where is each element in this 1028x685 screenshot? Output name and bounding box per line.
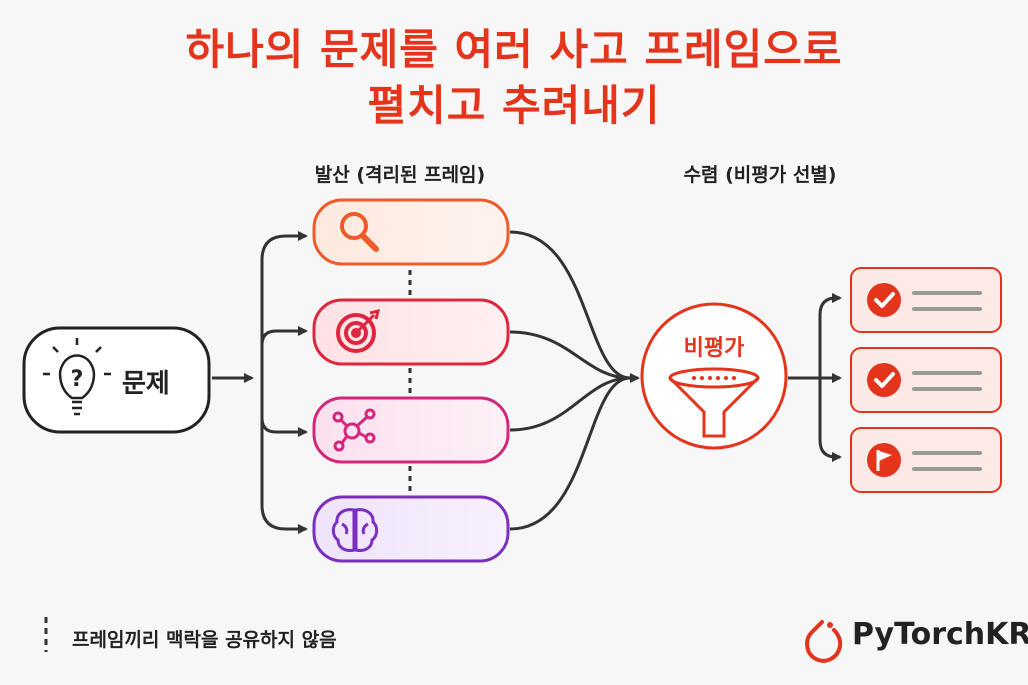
critic-label: 비평가 (683, 336, 745, 361)
output-card-2 (850, 347, 1002, 413)
frame-box-3 (312, 396, 510, 464)
flag-icon (867, 443, 901, 477)
critic-node (640, 302, 788, 450)
svg-text:?: ? (71, 367, 84, 392)
funnel-icon (668, 367, 760, 438)
frame-box-4 (312, 495, 510, 563)
magnifier-icon (340, 212, 379, 252)
brand-name: PyTorchKR (852, 617, 1028, 652)
lightbulb-question-icon: ? (43, 338, 111, 416)
target-icon (336, 308, 381, 353)
problem-label: 문제 (122, 369, 170, 399)
output-card-3 (850, 427, 1002, 493)
frame-box-2 (312, 298, 510, 366)
pytorch-logo-icon (805, 620, 843, 663)
output-card-1 (850, 267, 1002, 333)
check-circle-icon (867, 283, 901, 317)
convergence-label: 수렴 (비평가 선별) (683, 164, 837, 186)
network-nodes-icon (332, 408, 376, 452)
page-title-line-1: 하나의 문제를 여러 사고 프레임으로 (185, 25, 843, 74)
check-circle-icon (867, 363, 901, 397)
page-title-line-2: 펼치고 추려내기 (367, 81, 661, 130)
divergence-label: 발산 (격리된 프레임) (314, 164, 486, 186)
brain-icon (331, 508, 379, 552)
frame-box-1 (312, 198, 510, 266)
legend-text: 프레임끼리 맥락을 공유하지 않음 (72, 629, 337, 651)
problem-node: ? (22, 326, 211, 434)
